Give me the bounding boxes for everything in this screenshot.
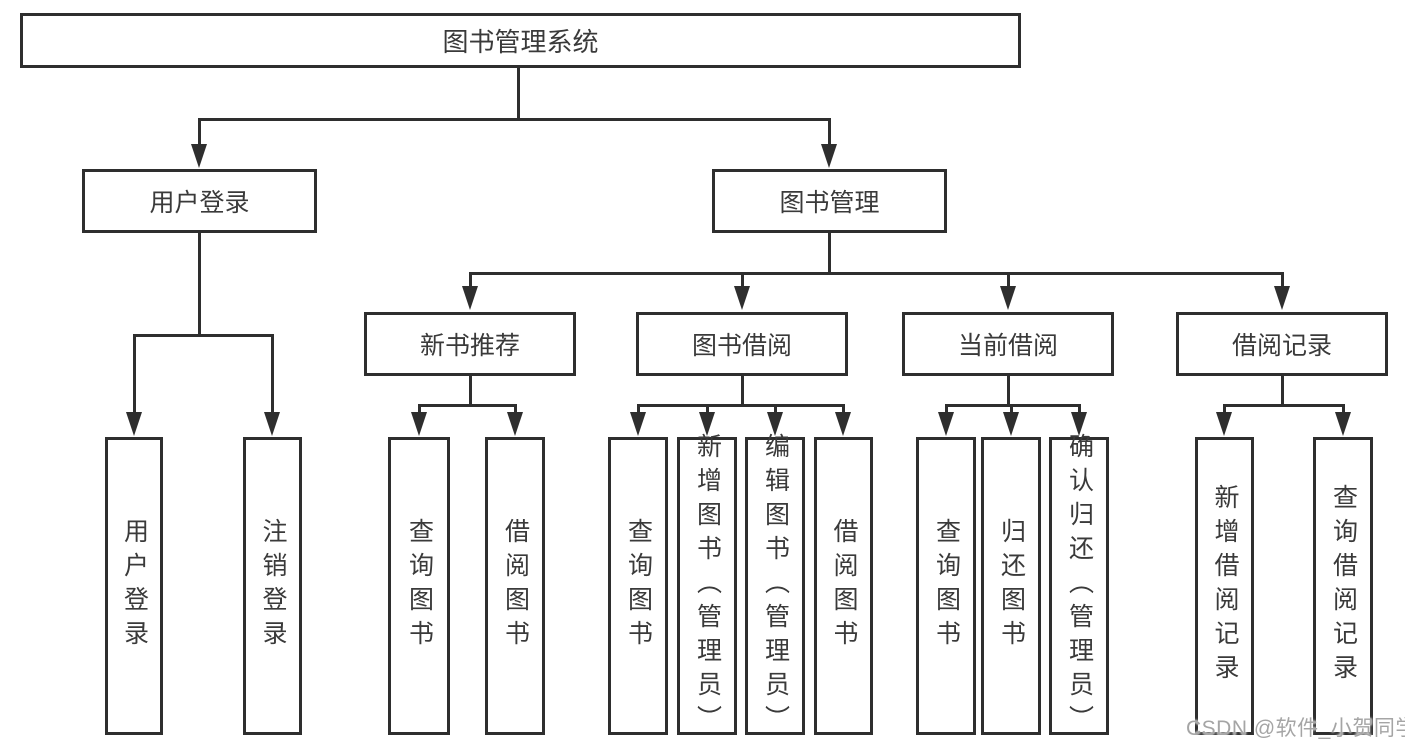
connector-groupD-bar [1223, 404, 1344, 407]
leaf-borrow-books-a-label: 借阅图书 [501, 518, 530, 654]
connector-stem-c2 [1009, 404, 1013, 416]
connector-stem-b4 [841, 404, 845, 416]
connector-stem-c1 [944, 404, 948, 416]
leaf-edit-books-admin: 编辑图书（管理员） [745, 433, 805, 739]
arrowhead-book-borrow [734, 286, 750, 310]
connector-level1-bar [197, 118, 831, 121]
connector-stem-c3 [1077, 404, 1081, 416]
node-root-label: 图书管理系统 [442, 27, 599, 57]
leaf-add-books-admin-label: 新增图书（管理员） [693, 433, 722, 739]
connector-stem-user-login [197, 118, 201, 146]
connector-groupA-bar [417, 404, 517, 407]
node-book-management: 图书管理 [712, 169, 947, 233]
leaf-confirm-return-admin: 确认归还（管理员） [1049, 433, 1109, 739]
leaf-add-borrow-record-label: 新增借阅记录 [1211, 484, 1239, 688]
connector-groupB-drop [740, 374, 744, 407]
connector-stem-login-leaf [132, 334, 136, 416]
node-current-borrowing: 当前借阅 [902, 312, 1114, 376]
arrowhead-borrow-records [1274, 286, 1290, 310]
connector-book-mgmt-drop [827, 231, 831, 275]
leaf-query-books-b-label: 查询图书 [624, 518, 653, 654]
node-borrowing-records: 借阅记录 [1176, 312, 1388, 376]
connector-level3-bar [468, 272, 1284, 275]
leaf-query-borrow-record: 查询借阅记录 [1313, 437, 1373, 735]
connector-groupB-bar [636, 404, 845, 407]
leaf-user-login: 用户登录 [105, 437, 163, 735]
connector-stem-new-books [468, 272, 472, 290]
node-root: 图书管理系统 [20, 13, 1021, 68]
leaf-borrow-books-a: 借阅图书 [485, 437, 545, 735]
connector-stem-a2 [513, 404, 517, 416]
leaf-return-books-label: 归还图书 [997, 518, 1026, 654]
arrowhead-logout-leaf [264, 412, 280, 436]
leaf-return-books: 归还图书 [981, 437, 1041, 735]
leaf-borrow-books-b: 借阅图书 [814, 437, 873, 735]
leaf-logout: 注销登录 [243, 437, 302, 735]
node-new-book-recommend-label: 新书推荐 [419, 332, 520, 360]
node-user-login: 用户登录 [82, 169, 317, 233]
connector-stem-a1 [417, 404, 421, 416]
node-book-management-label: 图书管理 [779, 189, 880, 217]
leaf-query-books-c-label: 查询图书 [932, 518, 961, 654]
leaf-query-books-a-label: 查询图书 [405, 518, 434, 654]
connector-stem-current-borrow [1006, 272, 1010, 290]
arrowhead-b3 [767, 412, 783, 436]
arrowhead-b1 [630, 412, 646, 436]
connector-stem-d1 [1223, 404, 1226, 416]
connector-stem-book-mgmt [827, 118, 831, 146]
connector-user-login-drop [197, 231, 201, 337]
arrowhead-a1 [411, 412, 427, 436]
node-current-borrowing-label: 当前借阅 [957, 332, 1058, 360]
connector-groupD-drop [1280, 374, 1284, 407]
connector-stem-book-borrow [740, 272, 744, 290]
arrowhead-c2 [1003, 412, 1019, 436]
node-new-book-recommend: 新书推荐 [364, 312, 576, 376]
arrowhead-b4 [835, 412, 851, 436]
connector-groupA-drop [468, 374, 472, 407]
connector-stem-b1 [636, 404, 640, 416]
connector-stem-logout-leaf [270, 334, 274, 416]
connector-stem-b3 [773, 404, 777, 416]
arrowhead-new-books [462, 286, 478, 310]
connector-groupC-drop [1006, 374, 1010, 407]
connector-user-login-bar [132, 334, 274, 337]
node-book-borrowing-label: 图书借阅 [691, 332, 792, 360]
connector-groupC-bar [944, 404, 1081, 407]
leaf-query-books-c: 查询图书 [916, 437, 976, 735]
connector-stem-b2 [705, 404, 709, 416]
arrowhead-user-login [191, 144, 207, 168]
arrowhead-d1 [1216, 412, 1232, 436]
arrowhead-c1 [938, 412, 954, 436]
leaf-query-books-a: 查询图书 [388, 437, 450, 735]
leaf-add-books-admin: 新增图书（管理员） [677, 433, 737, 739]
arrowhead-current-borrow [1000, 286, 1016, 310]
leaf-logout-label: 注销登录 [259, 518, 287, 654]
leaf-query-books-b: 查询图书 [608, 437, 668, 735]
leaf-edit-books-admin-label: 编辑图书（管理员） [761, 433, 790, 739]
node-user-login-label: 用户登录 [149, 189, 250, 217]
csdn-watermark: CSDN @软件_小贺同学 [1186, 717, 1405, 740]
leaf-confirm-return-admin-label: 确认归还（管理员） [1065, 433, 1094, 739]
connector-stem-borrow-records [1280, 272, 1284, 290]
arrowhead-d2 [1335, 412, 1351, 436]
leaf-user-login-label: 用户登录 [120, 518, 149, 654]
arrowhead-book-mgmt [821, 144, 837, 168]
arrowhead-login-leaf [126, 412, 142, 436]
arrowhead-b2 [699, 412, 715, 436]
leaf-borrow-books-b-label: 借阅图书 [830, 518, 858, 654]
leaf-add-borrow-record: 新增借阅记录 [1195, 437, 1254, 735]
arrowhead-c3 [1071, 412, 1087, 436]
arrowhead-a2 [507, 412, 523, 436]
node-book-borrowing: 图书借阅 [636, 312, 848, 376]
leaf-query-borrow-record-label: 查询借阅记录 [1329, 484, 1358, 688]
connector-root-drop [516, 66, 520, 119]
node-borrowing-records-label: 借阅记录 [1231, 332, 1332, 360]
connector-stem-d2 [1341, 404, 1345, 416]
